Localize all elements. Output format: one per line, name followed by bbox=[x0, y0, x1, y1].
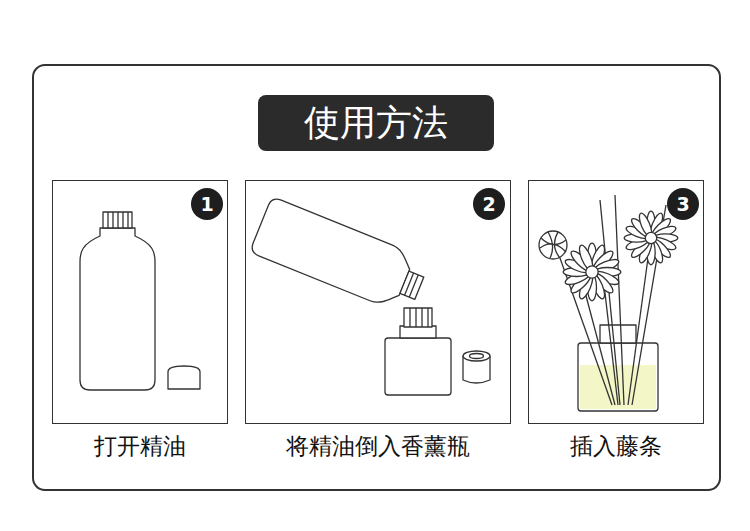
step-number: 1 bbox=[200, 195, 213, 214]
diffuser-bottle bbox=[385, 308, 490, 395]
step-panel: 打开精油1 bbox=[52, 180, 228, 424]
outer-frame bbox=[33, 65, 720, 490]
step-caption: 打开精油 bbox=[94, 433, 186, 461]
reed-diffuser bbox=[539, 195, 678, 411]
cap bbox=[168, 366, 200, 389]
flower bbox=[624, 211, 678, 265]
step-panel: 将精油倒入香薰瓶2 bbox=[245, 180, 511, 424]
bottle-pouring bbox=[249, 196, 430, 316]
step-panel: 插入藤条3 bbox=[528, 180, 704, 424]
callout-number: 3 bbox=[667, 188, 699, 220]
callout-number: 1 bbox=[191, 188, 223, 220]
flower bbox=[563, 243, 621, 301]
step-number: 3 bbox=[676, 195, 689, 214]
step-caption: 将精油倒入香薰瓶 bbox=[286, 433, 470, 461]
title-banner: 使用方法 bbox=[258, 95, 494, 151]
callout-number: 2 bbox=[473, 188, 505, 220]
bottle-open bbox=[80, 212, 200, 390]
step-caption: 插入藤条 bbox=[570, 433, 662, 461]
step-number: 2 bbox=[482, 195, 495, 214]
